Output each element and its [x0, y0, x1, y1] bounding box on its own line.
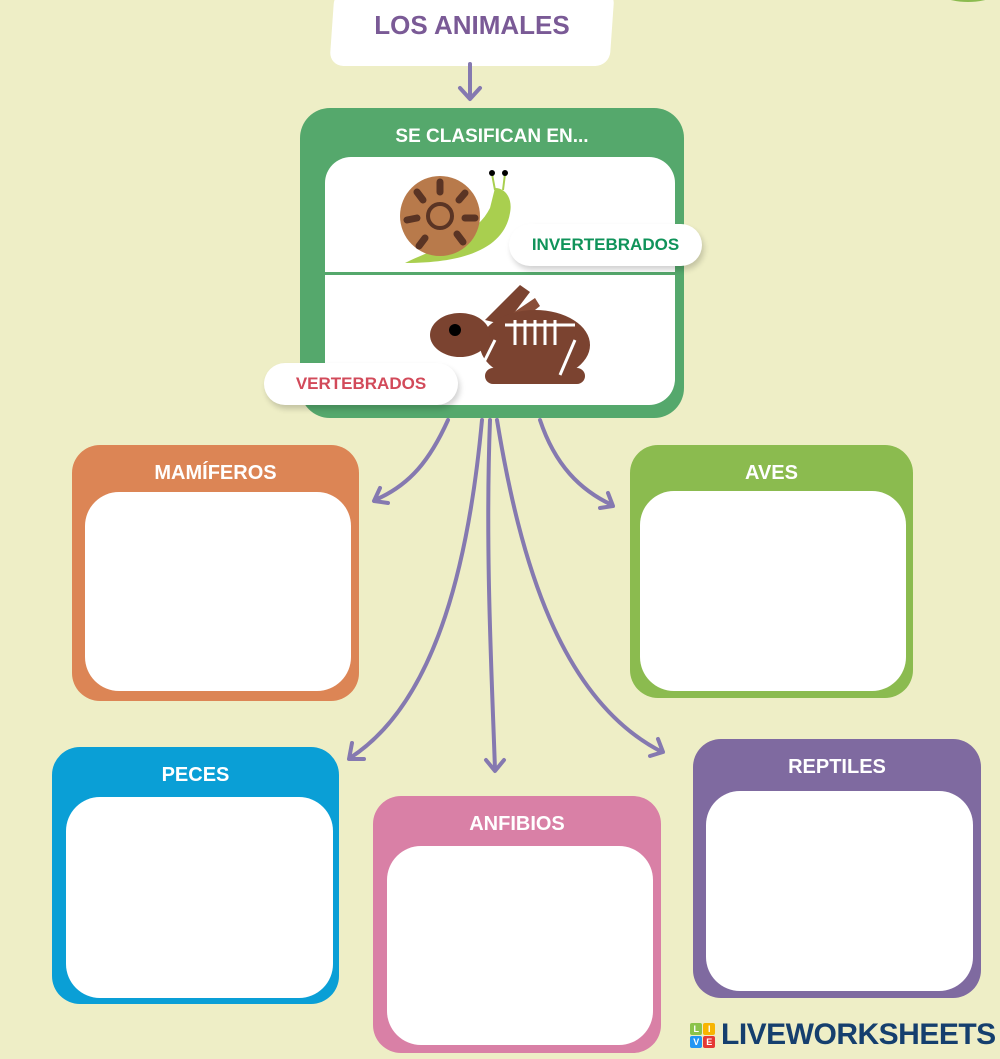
- liveworksheets-logo: L I V E LIVEWORKSHEETS: [690, 1018, 996, 1052]
- logo-text: LIVEWORKSHEETS: [721, 1018, 996, 1051]
- logo-icon: L I V E: [690, 1022, 715, 1048]
- category-title-aves: AVES: [745, 462, 798, 484]
- panel-divider: [325, 272, 675, 275]
- arrow-to-reptiles: [495, 418, 665, 758]
- logo-letter: I: [703, 1022, 715, 1035]
- snail-icon: [400, 170, 511, 263]
- page-title: LOS ANIMALES: [374, 10, 570, 40]
- category-title-anfibios: ANFIBIOS: [469, 813, 565, 835]
- vertebrates-label: VERTEBRADOS: [264, 363, 458, 405]
- category-title-peces: PECES: [161, 764, 230, 786]
- category-title-mamiferos: MAMÍFEROS: [154, 462, 277, 484]
- rabbit-skeleton-icon: [430, 285, 590, 384]
- answer-field-mamiferos[interactable]: [85, 492, 351, 691]
- classification-heading: SE CLASIFICAN EN...: [395, 126, 589, 147]
- arrow-to-peces: [347, 418, 484, 761]
- corner-decoration: [928, 0, 1000, 2]
- category-title-reptiles: REPTILES: [788, 756, 886, 778]
- answer-field-peces[interactable]: [66, 797, 333, 998]
- logo-letter: V: [690, 1035, 702, 1048]
- answer-field-aves[interactable]: [640, 491, 906, 691]
- logo-letter: L: [690, 1022, 702, 1035]
- answer-field-anfibios[interactable]: [387, 846, 653, 1045]
- invertebrates-label: INVERTEBRADOS: [509, 224, 702, 266]
- answer-field-reptiles[interactable]: [706, 791, 973, 991]
- arrow-to-anfibios: [484, 418, 506, 773]
- arrow-to-mamiferos: [372, 418, 450, 505]
- arrow-title-to-center: [458, 62, 482, 101]
- arrow-to-aves: [538, 418, 615, 510]
- logo-letter: E: [703, 1035, 715, 1048]
